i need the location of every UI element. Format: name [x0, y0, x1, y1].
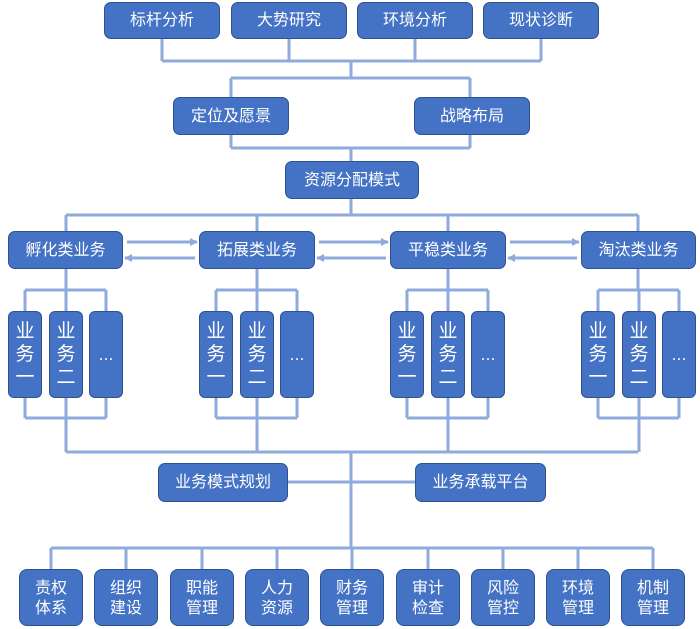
support-box-5: 财务管理: [320, 569, 384, 626]
more-business-box: …: [280, 311, 314, 398]
support-box-7: 风险管控: [471, 569, 535, 626]
box-label-char: …: [671, 345, 687, 364]
business-two-box: 业务二: [431, 311, 465, 398]
box-label-char: 一: [397, 365, 417, 388]
box-label-line: 机制: [636, 578, 669, 598]
box-label: 现状诊断: [508, 10, 573, 30]
box-label-char: 业: [247, 320, 267, 343]
box-label-line: 风险: [486, 578, 519, 598]
box-label-char: 务: [56, 343, 76, 366]
more-business-box: …: [89, 311, 123, 398]
box-label-char: 务: [15, 343, 35, 366]
box-label-line: 职能: [185, 578, 218, 598]
box-label-char: 务: [397, 343, 417, 366]
box-label-char: 业: [629, 320, 649, 343]
support-box-8: 环境管理: [546, 569, 610, 626]
business-platform-box: 业务承载平台: [415, 463, 546, 502]
box-label-line: 管理: [335, 597, 368, 617]
box-label: 环境分析: [382, 10, 447, 30]
box-label-char: …: [480, 345, 496, 364]
support-box-6: 审计检查: [396, 569, 460, 626]
support-box-2: 组织建设: [94, 569, 158, 626]
box-label-char: 业: [588, 320, 608, 343]
box-label: 业务模式规划: [174, 472, 271, 492]
box-label-char: 二: [247, 365, 267, 388]
analysis-box-status: 现状诊断: [483, 2, 599, 39]
box-label-char: 一: [15, 365, 35, 388]
box-label: 战略布局: [439, 105, 504, 125]
box-label-char: 务: [629, 343, 649, 366]
box-label-char: 一: [588, 365, 608, 388]
box-label-char: 业: [438, 320, 458, 343]
support-box-4: 人力资源: [245, 569, 309, 626]
box-label: 拓展类业务: [216, 239, 297, 259]
box-label-line: 审计: [411, 578, 444, 598]
box-label-line: 检查: [411, 597, 444, 617]
box-label-char: 业: [206, 320, 226, 343]
box-label-line: 管控: [486, 597, 519, 617]
category-box-incubation: 孵化类业务: [8, 231, 123, 269]
box-label-char: …: [98, 345, 114, 364]
box-label-line: 资源: [260, 597, 293, 617]
business-two-box: 业务二: [622, 311, 656, 398]
more-business-box: …: [662, 311, 696, 398]
business-two-box: 业务二: [49, 311, 83, 398]
box-label: 定位及愿景: [190, 105, 271, 125]
support-box-1: 责权体系: [19, 569, 83, 626]
business-one-box: 业务一: [390, 311, 424, 398]
box-label-char: 业: [15, 320, 35, 343]
box-label-char: 务: [588, 343, 608, 366]
box-label-line: 体系: [34, 597, 67, 617]
box-label-line: 财务: [335, 578, 368, 598]
box-label-line: 人力: [260, 578, 293, 598]
box-label-line: 组织: [109, 578, 142, 598]
support-box-3: 职能管理: [170, 569, 234, 626]
box-label: 资源分配模式: [303, 169, 400, 189]
box-label-char: 务: [206, 343, 226, 366]
business-one-box: 业务一: [581, 311, 615, 398]
resource-allocation-box: 资源分配模式: [285, 161, 419, 199]
box-label: 业务承载平台: [432, 472, 529, 492]
business-one-box: 业务一: [8, 311, 42, 398]
box-label-line: 管理: [561, 597, 594, 617]
business-model-planning-box: 业务模式规划: [158, 463, 288, 502]
support-box-9: 机制管理: [621, 569, 685, 626]
category-box-expansion: 拓展类业务: [199, 231, 315, 269]
business-two-box: 业务二: [240, 311, 274, 398]
analysis-box-environment: 环境分析: [357, 2, 473, 39]
box-label-char: 务: [438, 343, 458, 366]
box-label: 淘汰类业务: [598, 239, 679, 259]
category-box-stable: 平稳类业务: [390, 231, 506, 269]
category-box-elimination: 淘汰类业务: [581, 231, 696, 269]
box-label-char: 二: [438, 365, 458, 388]
box-label-char: 一: [206, 365, 226, 388]
box-label-char: 业: [56, 320, 76, 343]
box-label-line: 建设: [109, 597, 142, 617]
box-label-line: 责权: [34, 578, 67, 598]
business-one-box: 业务一: [199, 311, 233, 398]
positioning-vision-box: 定位及愿景: [173, 97, 289, 135]
analysis-box-trend: 大势研究: [231, 2, 347, 39]
box-label-char: 二: [629, 365, 649, 388]
analysis-box-benchmark: 标杆分析: [104, 2, 220, 39]
strategic-layout-box: 战略布局: [414, 97, 530, 135]
box-label-line: 管理: [185, 597, 218, 617]
box-label-char: …: [289, 345, 305, 364]
box-label-char: 二: [56, 365, 76, 388]
box-label-line: 管理: [636, 597, 669, 617]
more-business-box: …: [471, 311, 505, 398]
box-label-line: 环境: [561, 578, 594, 598]
box-label: 标杆分析: [129, 10, 194, 30]
box-label: 孵化类业务: [25, 239, 106, 259]
box-label: 大势研究: [256, 10, 321, 30]
box-label-char: 务: [247, 343, 267, 366]
box-label-char: 业: [397, 320, 417, 343]
box-label: 平稳类业务: [407, 239, 488, 259]
